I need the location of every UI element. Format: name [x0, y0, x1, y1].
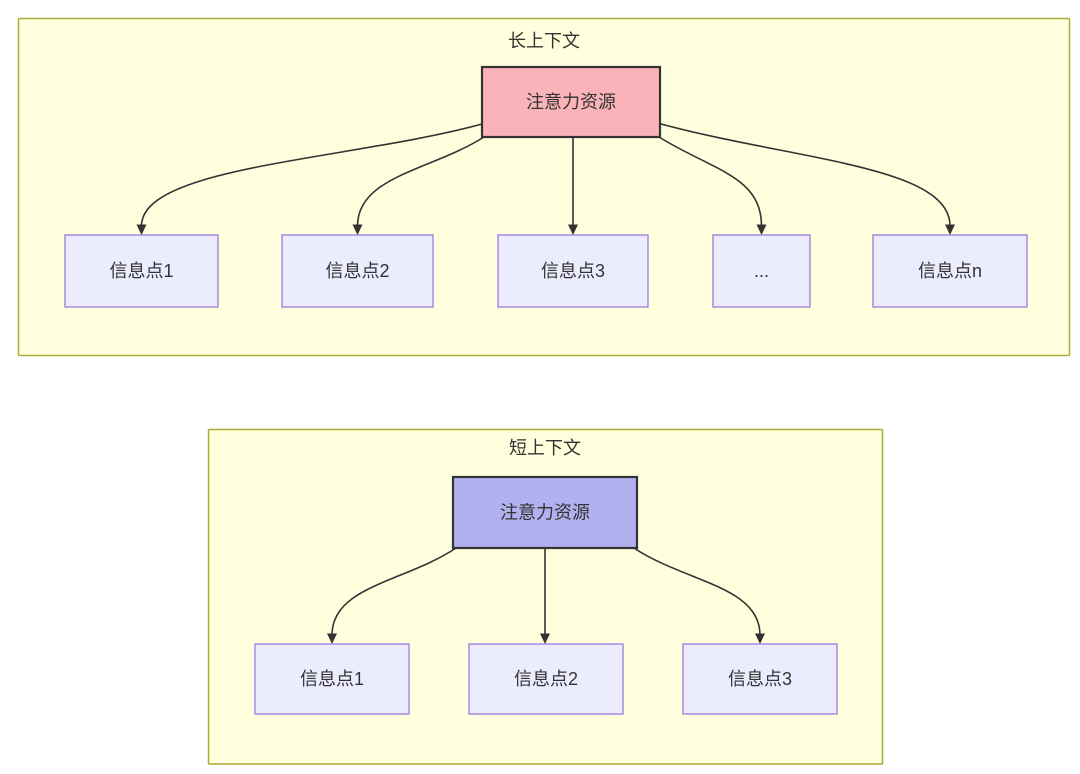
long-attention-source-label: 注意力资源	[526, 92, 616, 112]
long-info-label-2: 信息点2	[325, 261, 389, 281]
short-info-label-3: 信息点3	[728, 669, 792, 689]
edge-long-source-to-info2	[356, 136, 485, 227]
edge-long-source-to-info1	[140, 123, 483, 227]
long-info-label-ellipsis: ...	[754, 261, 769, 281]
arrowhead-long-info2	[352, 224, 363, 235]
arrowhead-long-infon	[945, 224, 955, 235]
edge-short-source-to-info1	[331, 547, 457, 636]
arrowhead-long-ellipsis	[756, 224, 767, 235]
edge-long-source-to-ellipsis	[658, 136, 763, 227]
short-context-target-nodes: 信息点1 信息点2 信息点3	[254, 643, 838, 715]
long-context-target-nodes: 信息点1 信息点2 信息点3 ... 信息点n	[64, 234, 1028, 308]
long-context-edges	[136, 123, 955, 235]
long-info-node-n	[872, 234, 1028, 308]
edge-short-source-to-info3	[633, 547, 761, 636]
short-info-node-2	[468, 643, 624, 715]
edge-long-source-to-infon	[660, 123, 951, 227]
long-context-panel: 长上下文 注意力资源 信息点1 信息点2 信息点3	[17, 17, 1071, 357]
arrowhead-short-info1	[327, 633, 337, 644]
long-info-node-3	[497, 234, 649, 308]
long-info-label-1: 信息点1	[109, 261, 173, 281]
long-info-node-ellipsis	[712, 234, 811, 308]
short-context-edges	[327, 547, 765, 644]
short-info-node-3	[682, 643, 838, 715]
short-attention-source-node: 注意力资源	[451, 475, 639, 550]
short-info-label-2: 信息点2	[514, 669, 578, 689]
short-context-panel-title: 短上下文	[509, 438, 581, 458]
arrowhead-long-info3	[568, 224, 578, 235]
long-info-label-n: 信息点n	[918, 261, 982, 281]
long-info-node-2	[281, 234, 434, 308]
short-attention-source-box	[451, 475, 639, 550]
long-info-node-1	[64, 234, 219, 308]
short-context-panel: 短上下文 注意力资源 信息点1 信息点2 信息点3	[207, 428, 884, 765]
long-attention-source-box	[480, 65, 662, 139]
short-info-label-1: 信息点1	[300, 669, 364, 689]
long-attention-source-node: 注意力资源	[480, 65, 662, 139]
short-info-node-1	[254, 643, 410, 715]
long-context-panel-title: 长上下文	[508, 31, 580, 51]
arrowhead-long-info1	[136, 224, 147, 235]
arrowhead-short-info2	[540, 633, 550, 644]
arrowhead-short-info3	[755, 633, 765, 644]
long-info-label-3: 信息点3	[541, 261, 605, 281]
short-attention-source-label: 注意力资源	[500, 503, 590, 523]
